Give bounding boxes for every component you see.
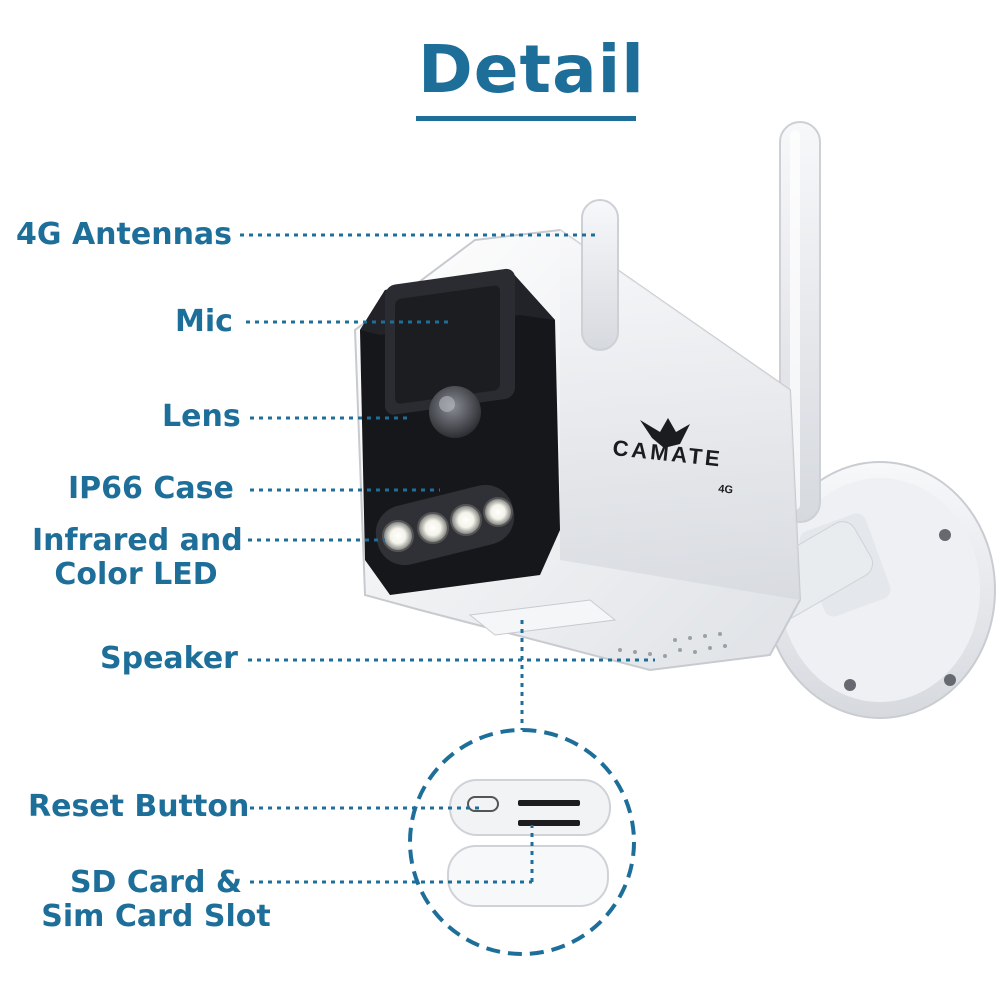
callout-4g-antennas: 4G Antennas	[16, 217, 233, 252]
callout-led-line2: Color LED	[54, 557, 218, 592]
callout-infrared-color-led: Infrared and Color LED	[32, 523, 243, 592]
callout-mic: Mic	[175, 304, 233, 339]
title-underline	[416, 116, 636, 121]
sd-slot-icon	[518, 800, 580, 806]
detail-inset	[408, 728, 636, 956]
sim-slot-icon	[518, 820, 580, 826]
callout-reset-button: Reset Button	[28, 789, 250, 824]
callout-led-line1: Infrared and	[32, 523, 243, 558]
callout-lens: Lens	[162, 399, 241, 434]
callout-slot-line2: Sim Card Slot	[41, 899, 271, 934]
callout-ip66-case: IP66 Case	[68, 471, 234, 506]
callout-slot-line1: SD Card &	[69, 865, 243, 900]
page-title: Detail	[418, 31, 645, 108]
logo-suffix: 4G	[718, 483, 734, 496]
camera-face	[360, 268, 560, 595]
reset-button-icon	[467, 796, 499, 812]
callout-speaker: Speaker	[100, 641, 238, 676]
front-antenna	[581, 199, 619, 351]
leader-lines	[240, 233, 655, 884]
callout-sd-sim-slot: SD Card & Sim Card Slot	[40, 866, 272, 934]
